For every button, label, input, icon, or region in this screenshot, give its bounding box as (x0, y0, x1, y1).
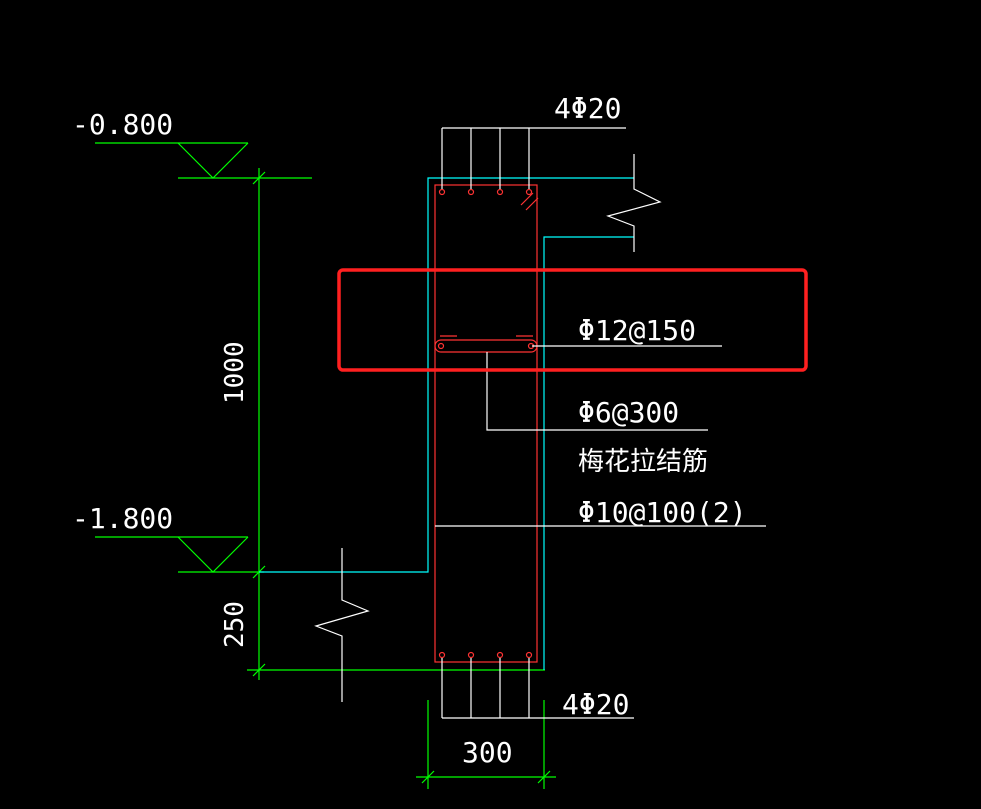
dimension-label-footing: 250 (220, 601, 250, 648)
label-tie-note: 梅花拉结筋 (578, 447, 708, 477)
label-tie-bars: Φ6@300 (578, 396, 679, 429)
break-line-upper (606, 154, 662, 252)
label-horizontal-bars: Φ12@150 (578, 314, 696, 347)
dimension-label-height: 1000 (220, 341, 250, 404)
label-stirrups: Φ10@100(2) (578, 496, 747, 529)
elevation-label-bottom: -1.800 (72, 502, 173, 535)
elevation-marker-top (95, 142, 312, 179)
break-line-lower (314, 548, 370, 702)
highlight-box (337, 268, 808, 372)
horizontal-dimension-line (416, 700, 556, 789)
dimension-label-width: 300 (462, 736, 513, 769)
vertical-dimension-line (247, 168, 545, 680)
rebar-cage (434, 184, 539, 663)
label-bottom-bars: 4Φ20 (562, 688, 629, 721)
elevation-label-top: -0.800 (72, 108, 173, 141)
elevation-marker-bottom (95, 536, 264, 573)
label-top-bars: 4Φ20 (554, 92, 621, 125)
leader-lines (435, 127, 766, 719)
